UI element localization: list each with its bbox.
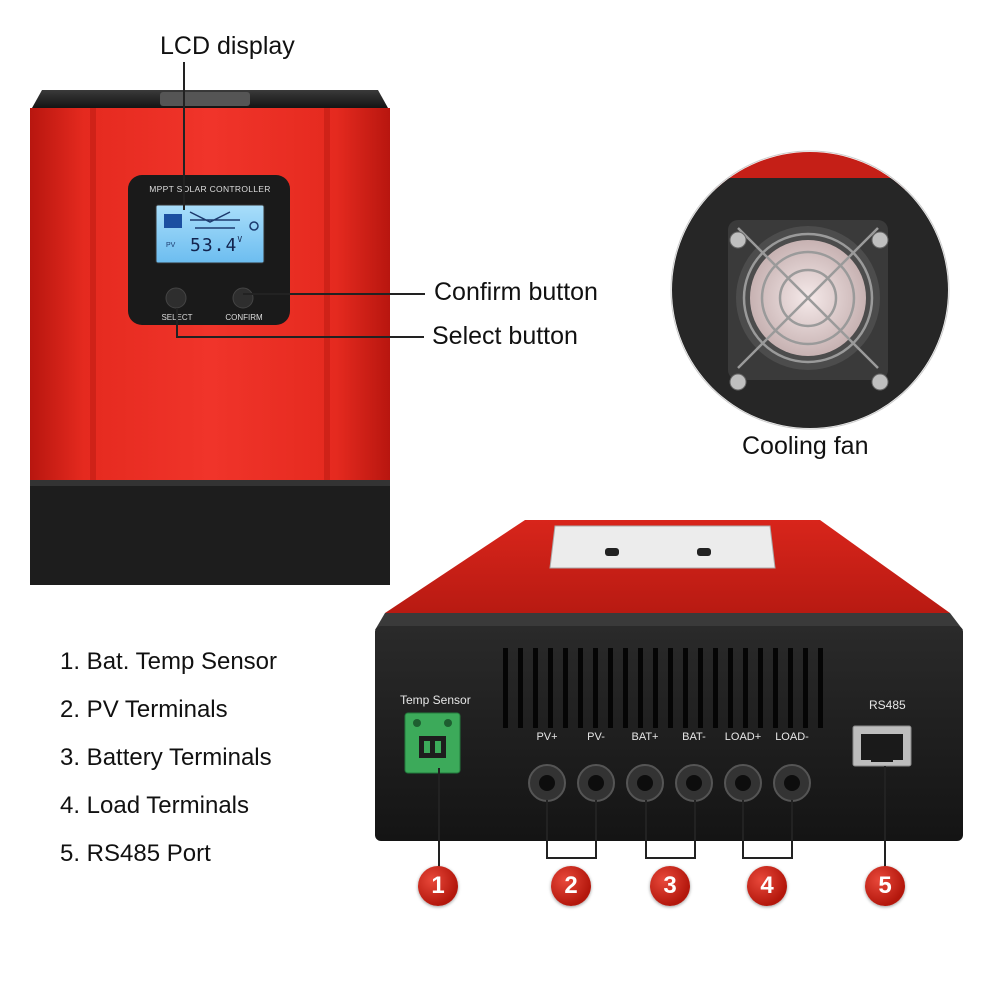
leader-2-right xyxy=(595,800,597,858)
leader-3-bar xyxy=(645,857,696,859)
confirm-callout-line xyxy=(243,293,425,295)
legend-item-load-terminals: 4. Load Terminals xyxy=(60,792,249,819)
badge-3: 3 xyxy=(650,866,690,906)
badge-1: 1 xyxy=(418,866,458,906)
leader-4-right xyxy=(791,800,793,858)
cooling-fan-svg xyxy=(670,150,950,430)
select-callout-line-h xyxy=(176,336,424,338)
cooling-fan-callout: Cooling fan xyxy=(742,432,869,460)
legend-item-battery-terminals: 3. Battery Terminals xyxy=(60,744,272,771)
vent-slots xyxy=(503,648,823,728)
badge-4: 4 xyxy=(747,866,787,906)
terminal-label-load-plus: LOAD+ xyxy=(724,731,762,743)
lcd-reading-unit: V xyxy=(237,235,244,244)
leader-3-left xyxy=(645,800,647,858)
confirm-button-callout: Confirm button xyxy=(434,278,598,306)
terminal-label-bat-plus: BAT+ xyxy=(631,731,659,743)
leader-1 xyxy=(438,768,440,868)
badge-5: 5 xyxy=(865,866,905,906)
terminal-ports xyxy=(528,764,811,802)
legend-item-temp-sensor: 1. Bat. Temp Sensor xyxy=(60,648,278,675)
terminal-view-lcd-window xyxy=(549,525,776,569)
lcd-reading-value: 53.4 xyxy=(190,235,238,256)
rs485-label: RS485 xyxy=(869,698,906,712)
top-fan-grille xyxy=(160,92,250,106)
terminal-view-svg xyxy=(375,520,963,841)
lcd-callout-line xyxy=(183,62,185,210)
legend-item-pv-terminals: 2. PV Terminals xyxy=(60,696,228,723)
leader-4-bar xyxy=(742,857,793,859)
select-callout-line-v xyxy=(176,308,178,336)
controller-terminal-view: Temp Sensor RS485 PV+ PV- BAT+ BAT- LOAD… xyxy=(375,518,965,848)
terminal-label-load-minus: LOAD- xyxy=(775,731,809,743)
temp-sensor-label: Temp Sensor xyxy=(400,693,471,707)
terminal-label-pv-minus: PV- xyxy=(587,731,605,743)
controller-front-view: MPPT SOLAR CONTROLLER PV 53.4V SELECT CO… xyxy=(30,80,390,585)
lcd-pv-label: PV xyxy=(166,242,176,249)
leader-5 xyxy=(884,766,886,868)
fan-guard xyxy=(737,227,879,369)
terminal-label-bat-minus: BAT- xyxy=(682,731,706,743)
badge-2: 2 xyxy=(551,866,591,906)
black-base xyxy=(30,480,390,585)
controller-label: MPPT SOLAR CONTROLLER xyxy=(149,184,271,194)
leader-2-left xyxy=(546,800,548,858)
fan-screws xyxy=(729,231,889,391)
select-button-callout: Select button xyxy=(432,322,578,350)
terminal-label-pv-plus: PV+ xyxy=(536,731,558,743)
legend-item-rs485-port: 5. RS485 Port xyxy=(60,840,211,867)
leader-4-left xyxy=(742,800,744,858)
confirm-button-knob xyxy=(232,287,254,309)
leader-3-right xyxy=(694,800,696,858)
confirm-button-label: CONFIRM xyxy=(225,313,263,322)
cooling-fan-closeup xyxy=(670,150,950,430)
lcd-display-callout: LCD display xyxy=(160,32,295,60)
select-button-knob xyxy=(165,287,187,309)
leader-2-bar xyxy=(546,857,597,859)
lcd-reading: 53.4V xyxy=(190,235,243,256)
controller-front-svg xyxy=(30,90,390,585)
